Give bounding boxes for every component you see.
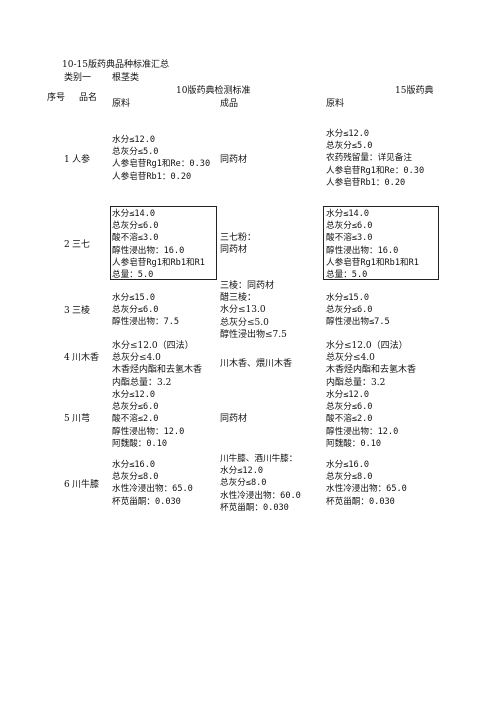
row-name: 川牛膝 (72, 480, 100, 490)
header-raw15: 原料 (326, 99, 345, 109)
doc-title: 10-15版药典品种标准汇总 (62, 60, 169, 70)
header-seq: 序号 (47, 93, 66, 103)
header-std10: 10版药典检测标准 (176, 86, 251, 96)
category-label: 类别一 (64, 73, 92, 83)
row-number: 3 (64, 306, 70, 316)
prod10-cell: 川木香、煨川木香 (220, 359, 293, 369)
row2-raw15-frame (323, 206, 439, 280)
row-name: 人参 (72, 155, 91, 165)
header-std15: 15版药典 (395, 86, 434, 96)
row-number: 1 (64, 155, 70, 165)
header-name: 品名 (79, 93, 98, 103)
row-name: 川木香 (72, 353, 100, 363)
row-number: 4 (64, 353, 70, 363)
header-raw10: 原料 (112, 99, 131, 109)
row-name: 三七 (72, 240, 91, 250)
row2-raw10-frame (110, 206, 217, 280)
row-number: 6 (64, 480, 70, 490)
header-prod10: 成品 (220, 99, 239, 109)
row-name: 三棱 (72, 306, 91, 316)
category-value: 根茎类 (112, 73, 140, 83)
row-number: 5 (64, 414, 70, 424)
row-number: 2 (64, 240, 70, 250)
row-name: 川芎 (72, 414, 91, 424)
prod10-cell: 同药材 (220, 414, 248, 424)
prod10-cell: 同药材 (220, 155, 248, 165)
prod10-cell: 三七粉：同药材 (220, 233, 257, 256)
